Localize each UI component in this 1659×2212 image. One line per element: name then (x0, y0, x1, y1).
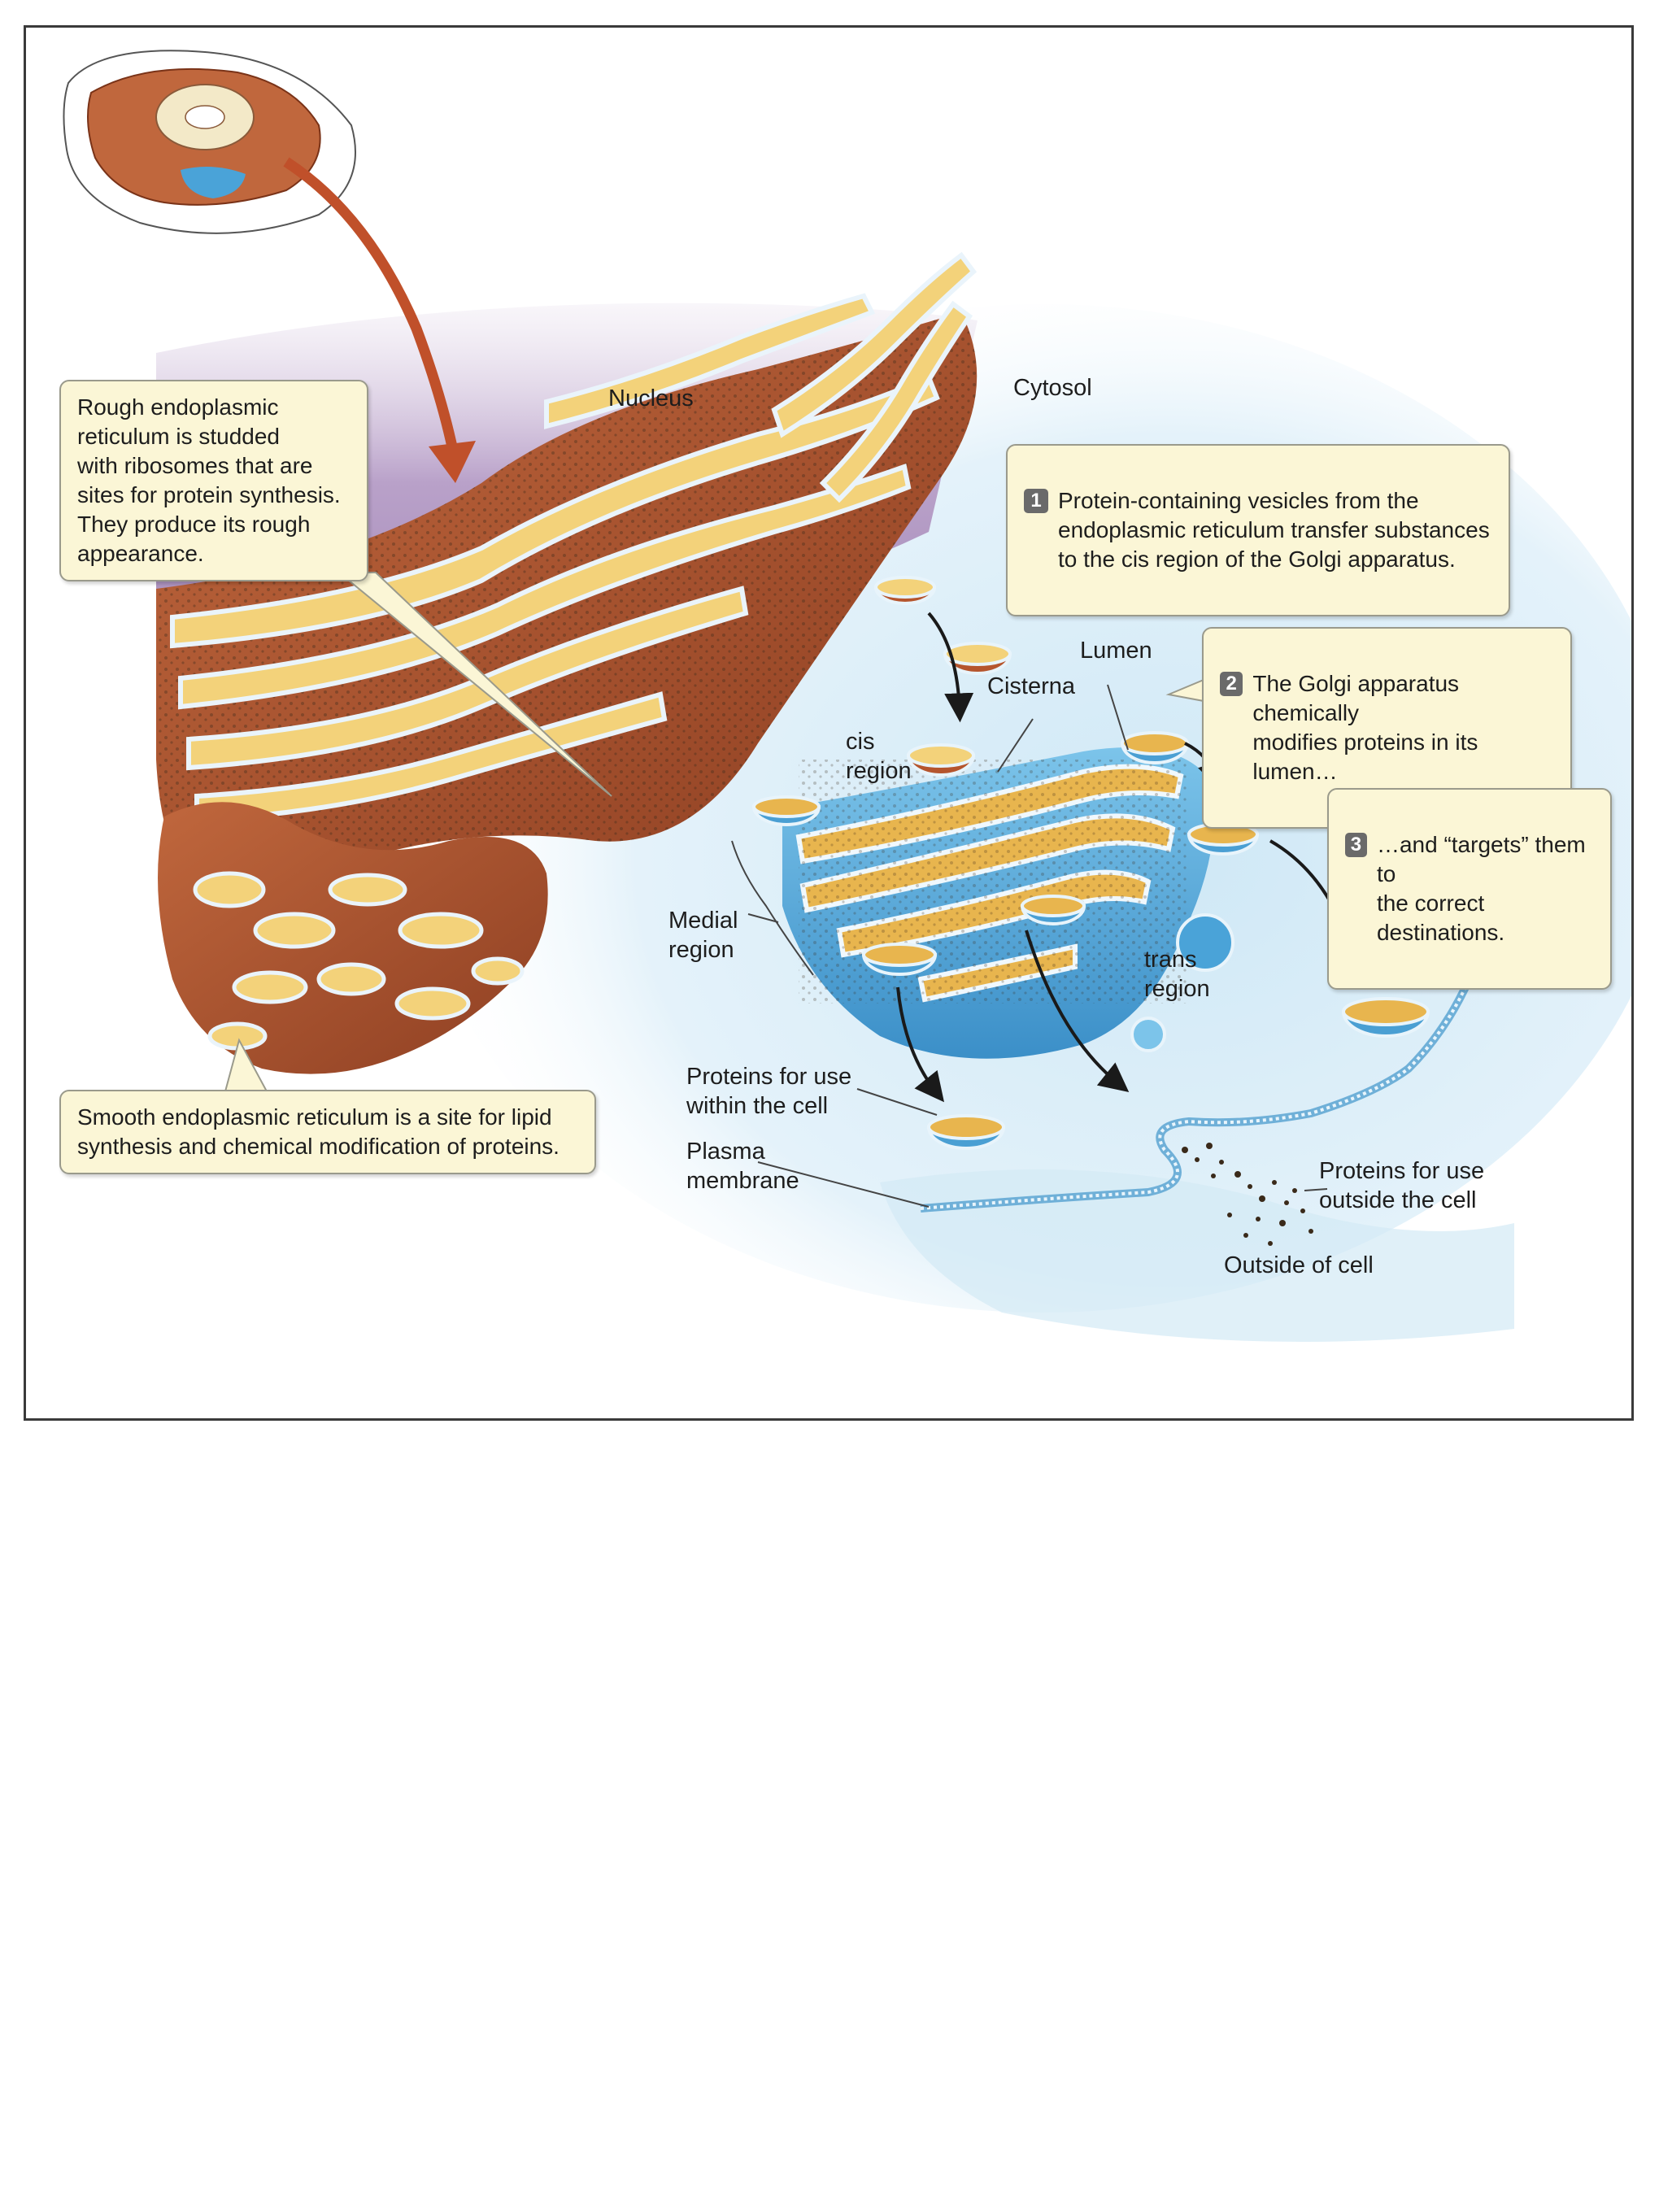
leader-proteins-within (856, 1088, 938, 1116)
label-lumen: Lumen (1080, 638, 1152, 664)
leader-lumen (1107, 684, 1129, 751)
step2-text: The Golgi apparatus chemically modifies … (1252, 671, 1478, 784)
medial-vesicle (861, 943, 938, 976)
callout-step1: 1 Protein-containing vesicles from the e… (1006, 444, 1510, 616)
targeted-vesicle (1341, 997, 1430, 1038)
flow-arrows (896, 612, 1361, 1103)
smooth-er-tubules (193, 871, 525, 1051)
label-proteins-within: Proteins for use within the cell (686, 1064, 852, 1119)
label-cytosol: Cytosol (1013, 375, 1092, 401)
label-medial-region: Medial region (668, 908, 738, 963)
step-number-3: 3 (1345, 833, 1367, 857)
label-proteins-outside: Proteins for use outside the cell (1319, 1158, 1485, 1213)
arrow-to-internal (896, 986, 944, 1103)
plasma-membrane-inner (920, 946, 1483, 1210)
internal-use-vesicle (926, 1114, 1006, 1150)
leader-medial (747, 913, 779, 923)
er-vesicle-3 (906, 743, 976, 777)
golgi-cisternae-dots (799, 760, 1189, 1004)
zoom-pointer-arrowhead (429, 441, 476, 483)
vesicles (751, 576, 1430, 1150)
zoom-pointer-arrow (283, 157, 459, 452)
step-number-1: 1 (1024, 489, 1048, 513)
step1-text: Protein-containing vesicles from the end… (1058, 488, 1490, 572)
er-vesicle-1 (873, 576, 937, 605)
rough-er-cisternae (170, 251, 978, 824)
callout-step3: 3 …and “targets” them to the correct des… (1327, 788, 1612, 990)
label-plasma-membrane: Plasma membrane (686, 1139, 799, 1194)
er-vesicle-2 (943, 642, 1012, 675)
leader-proteins-outside (1304, 1188, 1328, 1191)
step-number-2: 2 (1220, 672, 1243, 696)
figure-frame: Nucleus Cytosol Lumen Cisterna cis regio… (24, 25, 1634, 1421)
lumen-vesicle (1120, 731, 1190, 764)
callout-smooth-er: Smooth endoplasmic reticulum is a site f… (59, 1090, 596, 1174)
label-trans-region: trans region (1144, 947, 1210, 1002)
label-outside-of-cell: Outside of cell (1224, 1252, 1374, 1278)
trans-bud (1130, 1017, 1166, 1052)
leader-cisterna (997, 718, 1034, 773)
leader-medial-bracket (731, 840, 814, 976)
leader-lines (731, 684, 1328, 1208)
arrow-to-membrane (1025, 930, 1130, 1093)
leader-plasma-membrane (757, 1161, 930, 1208)
callout-rough-er: Rough endoplasmic reticulum is studded w… (59, 380, 368, 581)
outside-cell-region (880, 1169, 1514, 1342)
trans-sphere (1176, 913, 1234, 972)
trans-vesicle-1 (1187, 822, 1260, 856)
step3-text: …and “targets” them to the correct desti… (1376, 832, 1586, 945)
cell-thumbnail (63, 50, 356, 234)
label-cis-region: cis region (846, 729, 912, 784)
arrow-er-to-cis (927, 612, 974, 723)
label-nucleus: Nucleus (608, 385, 694, 411)
golgi-vesicle-center (1020, 895, 1086, 925)
cis-vesicle (751, 795, 821, 826)
secreted-proteins (1182, 1143, 1313, 1246)
label-cisterna: Cisterna (987, 673, 1075, 699)
